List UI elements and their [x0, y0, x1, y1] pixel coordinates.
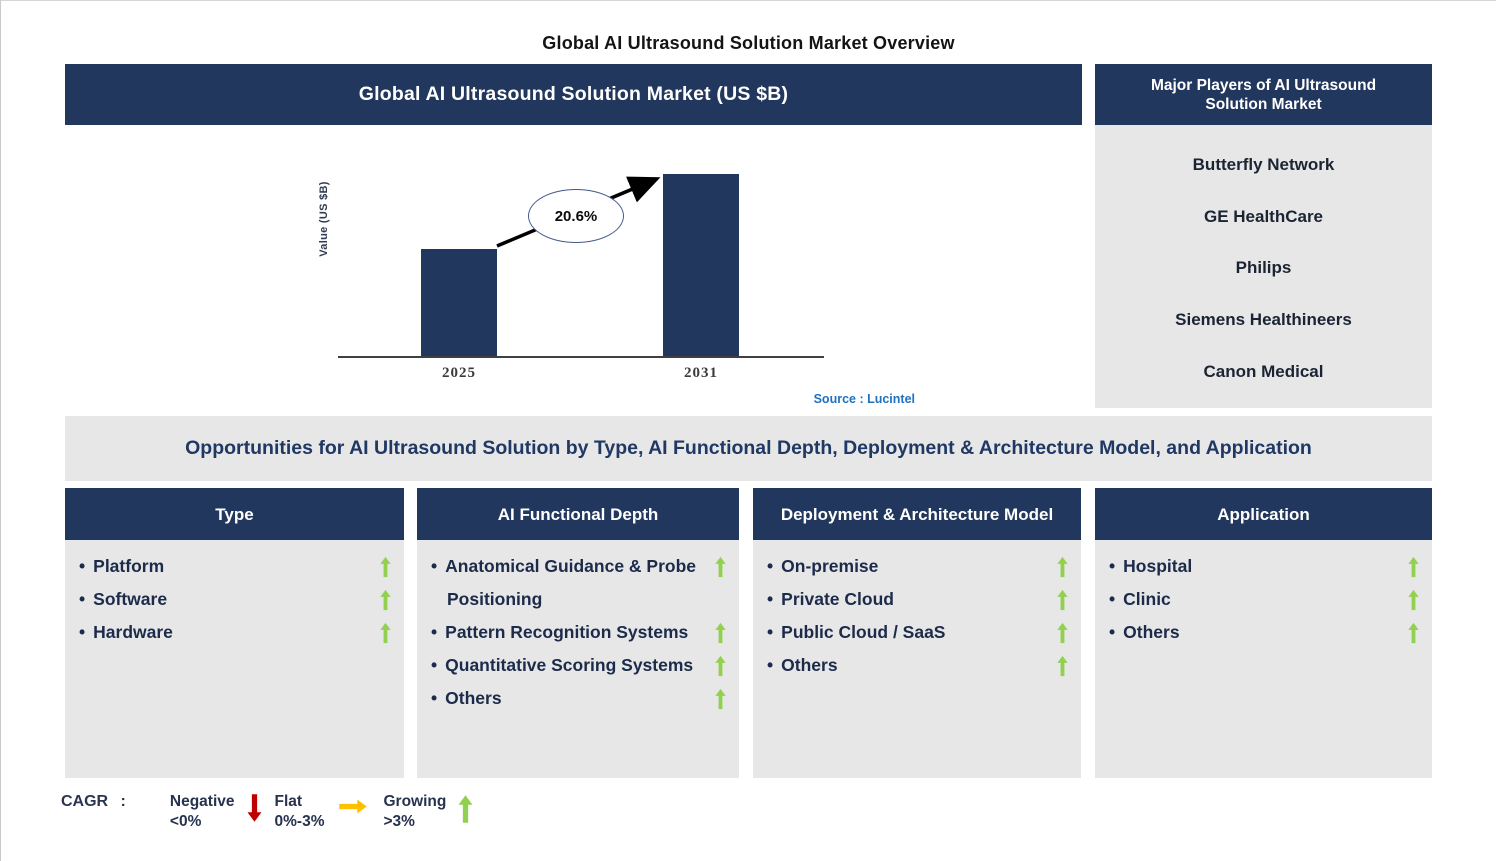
bar-2031	[663, 174, 739, 356]
item-label: Quantitative Scoring Systems	[431, 649, 693, 682]
list-item: Hardware	[79, 616, 391, 649]
major-players-title: Major Players of AI Ultrasound Solution …	[1095, 64, 1432, 125]
legend-range: 0%-3%	[274, 813, 325, 830]
item-label: Pattern Recognition Systems	[431, 616, 688, 649]
item-label: Private Cloud	[767, 583, 894, 616]
column-application: Application Hospital Clinic Others	[1095, 488, 1432, 778]
x-tick-2025: 2025	[442, 365, 476, 381]
item-label: Platform	[79, 550, 164, 583]
list-item: On-premise	[767, 550, 1068, 583]
growing-arrow-icon	[1057, 622, 1068, 644]
item-label: Others	[1109, 616, 1179, 649]
item-label: Others	[767, 649, 837, 682]
column-header: AI Functional Depth	[417, 488, 739, 540]
item-label: Clinic	[1109, 583, 1171, 616]
item-label: Public Cloud / SaaS	[767, 616, 945, 649]
player-name: Philips	[1235, 258, 1292, 278]
column-header: Deployment & Architecture Model	[753, 488, 1081, 540]
growing-arrow-icon	[715, 655, 726, 677]
legend-range: <0%	[169, 813, 202, 830]
column-ai-functional-depth: AI Functional Depth Anatomical Guidance …	[417, 488, 739, 778]
cagr-legend: CAGR : Negative <0% Flat 0%-3% Growing >…	[61, 792, 486, 832]
bar-chart: Value (US $B) 20.6% 2025 2031 Source : L…	[65, 125, 1082, 416]
legend-name: Growing	[383, 793, 447, 810]
growing-arrow-icon	[715, 688, 726, 710]
column-header: Application	[1095, 488, 1432, 540]
list-item: Clinic	[1109, 583, 1419, 616]
list-item: Software	[79, 583, 391, 616]
cagr-legend-label: CAGR :	[61, 793, 126, 810]
growing-arrow-icon	[1057, 655, 1068, 677]
item-label: Hardware	[79, 616, 173, 649]
list-item: Platform	[79, 550, 391, 583]
growing-arrow-icon	[1408, 622, 1419, 644]
segment-columns: Type Platform Software Hardware AI Funct…	[65, 488, 1432, 778]
chart-title: Global AI Ultrasound Solution Market (US…	[65, 64, 1082, 125]
cagr-annotation: 20.6%	[528, 189, 624, 243]
legend-item-negative: Negative <0%	[170, 792, 262, 832]
growing-arrow-icon	[1057, 589, 1068, 611]
flat-right-arrow-icon	[336, 792, 370, 814]
negative-down-arrow-icon	[247, 792, 262, 823]
bar-2025	[421, 249, 497, 356]
list-item: Others	[1109, 616, 1419, 649]
column-type: Type Platform Software Hardware	[65, 488, 404, 778]
item-label: Others	[431, 682, 501, 715]
list-item: Others	[767, 649, 1068, 682]
legend-item-growing: Growing >3%	[383, 792, 473, 832]
column-body: Hospital Clinic Others	[1095, 540, 1432, 778]
major-players-panel: Major Players of AI Ultrasound Solution …	[1095, 64, 1432, 408]
legend-text: Negative <0%	[170, 792, 235, 832]
player-name: GE HealthCare	[1203, 206, 1324, 226]
growing-arrow-icon	[380, 589, 391, 611]
list-item: Others	[431, 682, 726, 715]
list-item: Anatomical Guidance & Probe Positioning	[431, 550, 726, 616]
page-title: Global AI Ultrasound Solution Market Ove…	[542, 33, 955, 53]
x-tick-2031: 2031	[684, 365, 718, 381]
list-item: Quantitative Scoring Systems	[431, 649, 726, 682]
legend-name: Flat	[274, 793, 303, 810]
list-item: Private Cloud	[767, 583, 1068, 616]
column-body: On-premise Private Cloud Public Cloud / …	[753, 540, 1081, 778]
growing-up-arrow-icon	[458, 792, 473, 826]
x-axis	[338, 356, 824, 358]
source-note: Source : Lucintel	[813, 392, 915, 406]
item-label: Software	[79, 583, 167, 616]
legend-text: Flat 0%-3%	[275, 792, 325, 832]
player-name: Canon Medical	[1203, 362, 1324, 382]
column-body: Anatomical Guidance & Probe Positioning …	[417, 540, 739, 778]
item-label: Anatomical Guidance & Probe Positioning	[431, 550, 707, 616]
growing-arrow-icon	[380, 622, 391, 644]
item-label: On-premise	[767, 550, 878, 583]
list-item: Public Cloud / SaaS	[767, 616, 1068, 649]
legend-name: Negative	[169, 793, 235, 810]
opportunities-banner: Opportunities for AI Ultrasound Solution…	[65, 416, 1432, 481]
player-name: Siemens Healthineers	[1175, 310, 1352, 330]
column-body: Platform Software Hardware	[65, 540, 404, 778]
growing-arrow-icon	[1408, 589, 1419, 611]
item-label: Hospital	[1109, 550, 1192, 583]
market-chart-panel: Global AI Ultrasound Solution Market (US…	[65, 64, 1082, 416]
growing-arrow-icon	[715, 556, 726, 578]
legend-text: Growing >3%	[383, 792, 446, 832]
legend-range: >3%	[383, 813, 415, 830]
growing-arrow-icon	[380, 556, 391, 578]
growing-arrow-icon	[1408, 556, 1419, 578]
growing-arrow-icon	[1057, 556, 1068, 578]
column-deployment-architecture: Deployment & Architecture Model On-premi…	[753, 488, 1081, 778]
player-name: Butterfly Network	[1192, 154, 1335, 174]
column-header: Type	[65, 488, 404, 540]
list-item: Pattern Recognition Systems	[431, 616, 726, 649]
major-players-list: Butterfly Network GE HealthCare Philips …	[1095, 125, 1432, 408]
legend-item-flat: Flat 0%-3%	[275, 792, 371, 832]
growth-arrow	[496, 176, 661, 248]
list-item: Hospital	[1109, 550, 1419, 583]
growing-arrow-icon	[715, 622, 726, 644]
